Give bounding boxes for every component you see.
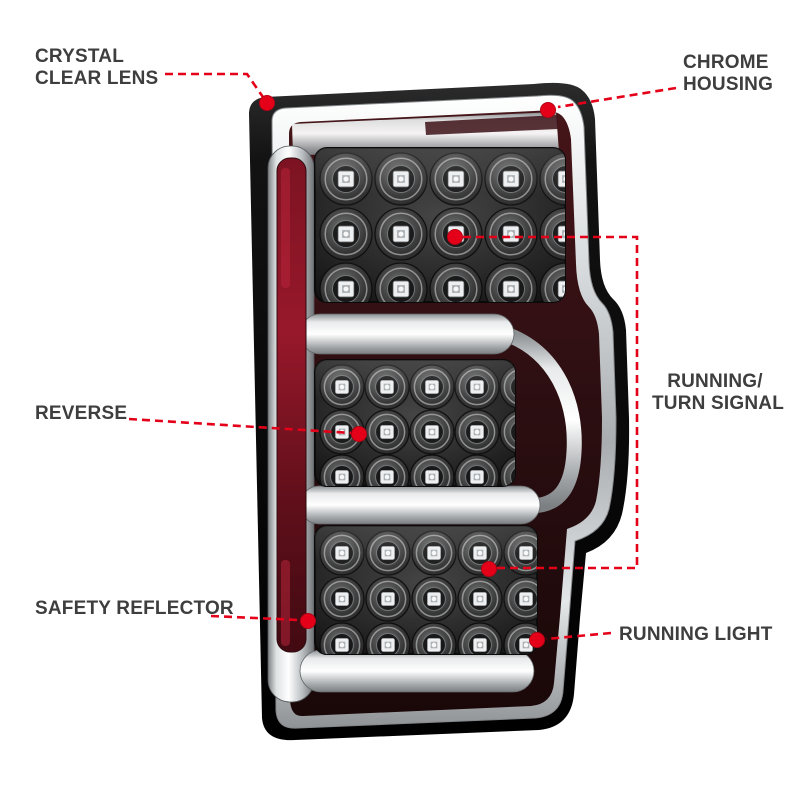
lamp-body <box>249 82 630 741</box>
callout-label-running-light: RUNNING LIGHT <box>619 624 773 646</box>
callout-label-running-turn-signal: RUNNING/ TURN SIGNAL <box>652 371 785 414</box>
lens-sheen-middle <box>315 360 515 486</box>
leader-running-light <box>545 631 612 641</box>
leader-chrome-housing <box>557 86 677 109</box>
callout-text: RUNNING LIGHT <box>619 624 773 645</box>
leader-crystal-clear-lens <box>165 72 267 101</box>
safety-reflector-strip <box>276 157 307 653</box>
callout-label-safety-reflector: SAFETY REFLECTOR <box>35 598 234 620</box>
light-bar-middle <box>299 313 515 355</box>
callout-dot-safety-reflector <box>300 613 316 629</box>
callout-label-chrome-housing: CHROME HOUSING <box>683 52 773 95</box>
callout-text: HOUSING <box>683 73 774 95</box>
callout-text: CHROME <box>683 52 769 73</box>
callout-label-crystal-clear-lens: CRYSTAL CLEAR LENS <box>35 46 158 89</box>
leader-reverse <box>128 417 352 435</box>
callout-dot-running-turn-bottom <box>481 561 497 577</box>
notch-chrome-sweep <box>498 326 582 514</box>
leader-running-turn-signal <box>463 235 639 570</box>
callout-dot-running-light <box>529 632 545 648</box>
callout-label-reverse: REVERSE <box>35 403 127 425</box>
lens-sheen-bottom <box>315 526 537 654</box>
callout-leader-lines <box>128 72 677 641</box>
light-bar-bottom <box>299 649 535 693</box>
callout-text: TURN SIGNAL <box>652 392 785 414</box>
light-bar-lower <box>299 485 541 525</box>
callout-dot-chrome-housing <box>540 102 556 118</box>
reflector-highlight-top <box>281 168 290 288</box>
callout-text: REVERSE <box>35 403 128 424</box>
reflector-highlight-bottom <box>281 560 290 646</box>
callout-text: RUNNING/ <box>667 371 763 392</box>
callout-dots <box>259 95 556 648</box>
callout-dot-crystal-clear-lens <box>259 95 275 111</box>
callout-dot-running-turn-top <box>447 229 463 245</box>
callout-text: CRYSTAL <box>35 46 125 67</box>
leader-safety-reflector <box>210 614 300 622</box>
callout-text: SAFETY REFLECTOR <box>35 598 234 619</box>
top-maroon-streak <box>425 115 558 135</box>
callout-dot-reverse <box>351 426 367 442</box>
lens-sheen-top <box>315 148 565 302</box>
callout-text: CLEAR LENS <box>35 67 159 89</box>
